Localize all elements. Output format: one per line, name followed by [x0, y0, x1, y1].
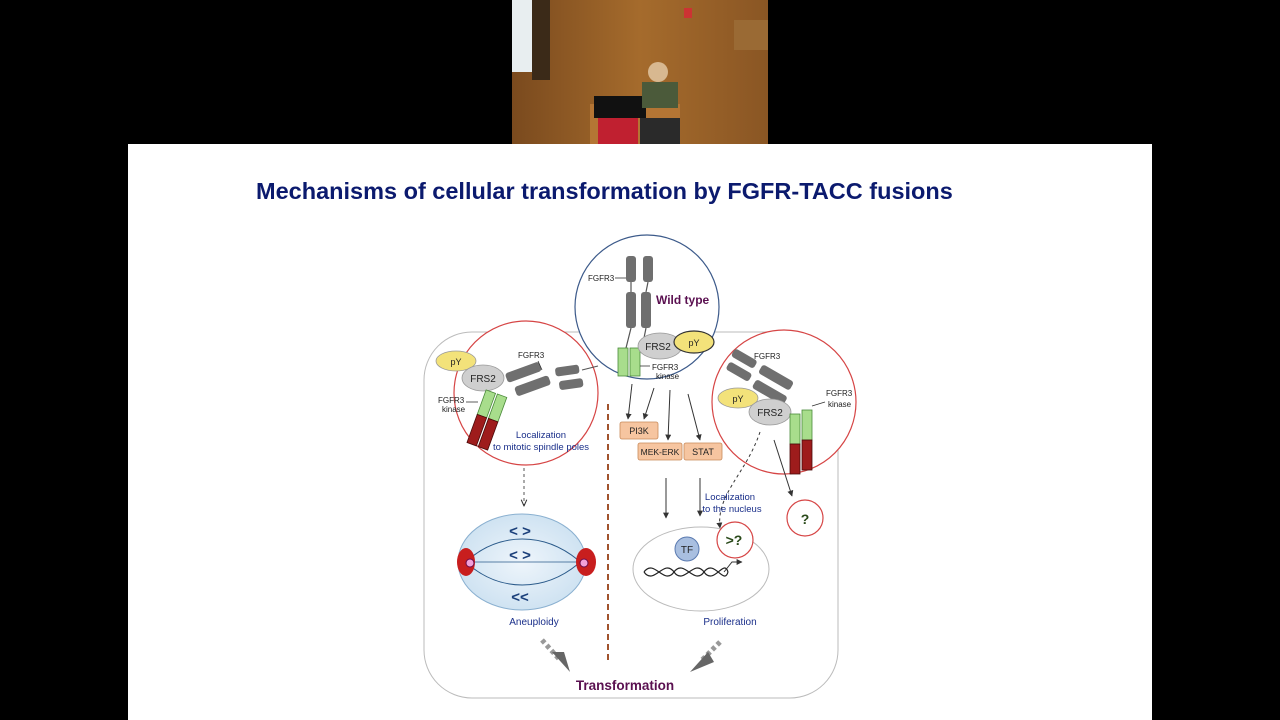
nucleus-localization-2: to the nucleus	[702, 504, 761, 515]
fgfr-tacc-diagram: FRS2 pY FGFR3 Wild type FGFR3 kinase pY …	[423, 234, 857, 699]
wt-py	[673, 330, 715, 354]
wt-heading: Wild type	[656, 293, 710, 307]
wt-kinase-label-1: FGFR3	[652, 363, 679, 372]
left-py-label: pY	[450, 357, 461, 367]
mek-erk-box	[637, 442, 683, 461]
svg-text:<<: <<	[511, 589, 529, 606]
wild-type-group: FRS2 pY FGFR3 Wild type FGFR3 kinase	[574, 234, 720, 381]
wt-kinase-label-2: kinase	[656, 372, 680, 381]
right-frs2	[748, 398, 792, 426]
unknown-right-label: ?	[801, 511, 810, 527]
aneuploidy-label: Aneuploidy	[509, 617, 558, 628]
wt-py-label: pY	[688, 338, 699, 348]
left-py	[435, 350, 477, 372]
right-fusion-group: pY FRS2 FGFR3 FGFR3 kinase	[711, 329, 857, 475]
left-kinase-label-1: FGFR3	[438, 396, 465, 405]
left-frs2	[461, 364, 505, 392]
stat-box	[683, 442, 723, 461]
stat-label: STAT	[692, 447, 714, 457]
mitotic-cell: < > < > <<	[457, 513, 596, 611]
unknown-right-circle	[786, 499, 824, 537]
unknown-tf-label: >?	[726, 532, 743, 548]
left-localization-1: Localization	[516, 430, 566, 441]
right-frs2-label: FRS2	[757, 408, 783, 419]
tf-circle	[674, 536, 700, 562]
proliferation-label: Proliferation	[703, 617, 756, 628]
wt-kinase-domain	[617, 347, 629, 377]
svg-text:< >: < >	[509, 547, 531, 564]
right-tacc-domain	[789, 443, 801, 475]
left-frs2-label: FRS2	[470, 374, 496, 385]
nucleus-group: TF >?	[632, 521, 770, 612]
slide-title: Mechanisms of cellular transformation by…	[256, 178, 953, 204]
left-fgfr3-label: FGFR3	[518, 351, 545, 360]
left-localization-2: to mitotic spindle poles	[493, 442, 589, 453]
svg-text:< >: < >	[509, 523, 531, 540]
transformation-label: Transformation	[576, 678, 674, 693]
mek-erk-label: MEK-ERK	[641, 447, 680, 457]
speaker-video	[512, 0, 768, 144]
left-fusion-group: pY FRS2 FGFR3 FGFR3 kinase	[435, 320, 599, 466]
right-kinase-domain	[789, 413, 801, 445]
wt-frs2-label: FRS2	[645, 342, 671, 353]
right-kinase-label-2: kinase	[828, 400, 852, 409]
right-py-label: pY	[732, 394, 743, 404]
tf-label: TF	[681, 545, 693, 556]
pi3k-box	[619, 421, 659, 440]
slide: Mechanisms of cellular transformation by…	[128, 144, 1152, 720]
pi3k-label: PI3K	[629, 426, 649, 436]
right-fgfr3-label: FGFR3	[754, 352, 781, 361]
left-tacc-domain	[466, 413, 488, 447]
nucleus-localization-1: Localization	[705, 492, 755, 503]
right-py	[717, 387, 759, 409]
unknown-tf-circle	[716, 521, 754, 559]
wt-fgfr3-label: FGFR3	[588, 274, 615, 283]
right-kinase-label-1: FGFR3	[826, 389, 853, 398]
left-kinase-label-2: kinase	[442, 405, 466, 414]
